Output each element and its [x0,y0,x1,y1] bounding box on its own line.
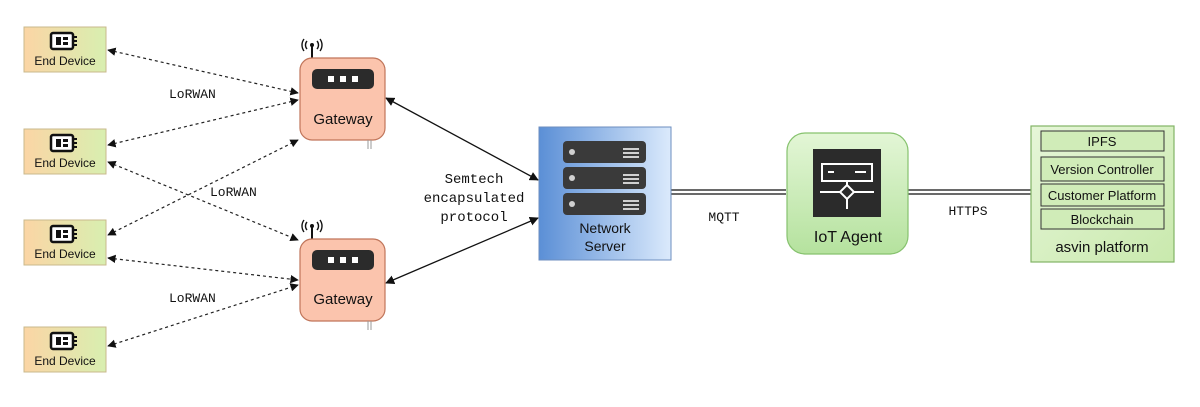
gateway-1: Gateway [299,38,386,149]
link-ed3-gw1 [107,139,299,236]
semtech-line-1: Semtech [445,172,504,188]
server-rack-icon [563,141,646,215]
connections [107,47,1031,348]
platform-item-label: Version Controller [1050,162,1154,177]
platform-item-blockchain: Blockchain [1040,208,1165,230]
chip-icon [49,133,77,153]
gateway-label: Gateway [313,291,373,308]
iot-agent-label: IoT Agent [814,229,883,246]
gateway-2: Gateway [299,219,386,330]
chip-icon [49,31,77,51]
router-icon [312,69,374,89]
end-device-2: End Device [23,128,107,175]
platform-item-customer-platform: Customer Platform [1040,183,1165,207]
network-server: Network Server [538,126,672,261]
antenna-icon [301,219,323,239]
platform-item-ipfs: IPFS [1040,130,1165,152]
link-gw1-server [385,97,539,181]
end-device-label: End Device [34,354,96,368]
lorawan-label-3: LoRWAN [169,291,216,306]
semtech-label: Semtech encapsulated protocol [424,172,525,226]
link-ed3-gw2 [107,254,299,284]
platform-item-version-controller: Version Controller [1040,156,1165,182]
antenna-icon [301,38,323,58]
end-device-label: End Device [34,54,96,68]
end-device-label: End Device [34,156,96,170]
lorawan-label-1: LoRWAN [169,87,216,102]
asvin-platform: IPFS Version Controller Customer Platfor… [1030,125,1175,263]
network-server-line-1: Network [579,220,631,236]
end-device-label: End Device [34,247,96,261]
link-ed1-gw1 [107,47,299,96]
end-device-1: End Device [23,26,107,73]
platform-label: asvin platform [1055,239,1148,256]
platform-item-label: Blockchain [1071,212,1134,227]
chip-icon [49,331,77,351]
link-ed2-gw1 [107,97,299,148]
link-ed2-gw2 [107,160,299,242]
link-gw2-server [385,217,539,284]
https-label: HTTPS [948,204,987,219]
network-server-line-2: Server [584,238,626,254]
platform-item-label: Customer Platform [1048,188,1156,203]
semtech-line-3: protocol [440,210,507,226]
agent-node-icon [813,149,881,217]
end-device-4: End Device [23,326,107,373]
platform-item-label: IPFS [1088,134,1117,149]
semtech-line-2: encapsulated [424,191,525,207]
lorawan-label-2: LoRWAN [210,185,257,200]
end-device-3: End Device [23,219,107,266]
mqtt-label: MQTT [708,210,739,225]
router-icon [312,250,374,270]
chip-icon [49,224,77,244]
gateway-label: Gateway [313,111,373,128]
iot-agent: IoT Agent [786,132,909,255]
